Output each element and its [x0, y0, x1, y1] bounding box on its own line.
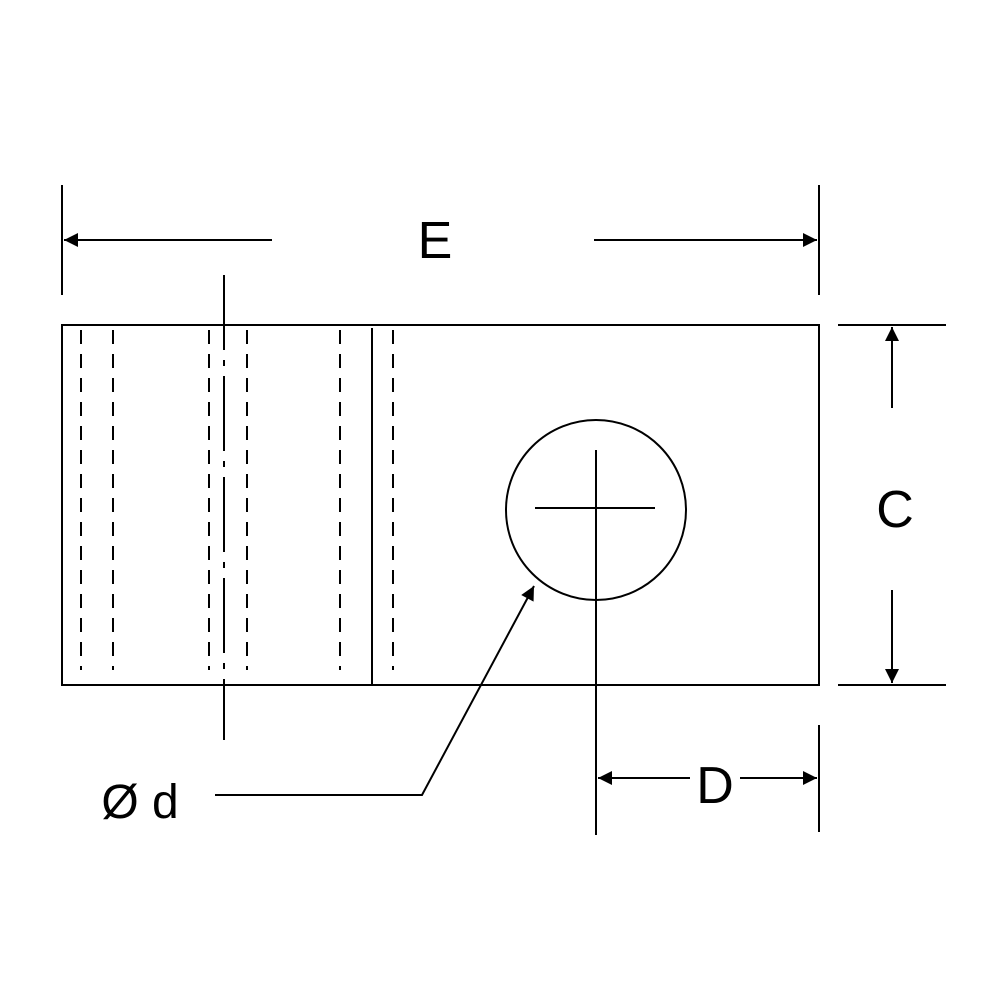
label-D: D — [696, 757, 734, 815]
part-outline — [61, 324, 820, 686]
label-hole-diameter: Ø d — [101, 776, 178, 829]
dimension-E — [61, 185, 820, 295]
label-C: C — [876, 481, 914, 539]
dimension-D — [598, 725, 820, 832]
label-E: E — [418, 212, 453, 270]
dimension-C — [838, 324, 946, 686]
diameter-leader — [215, 585, 535, 796]
hidden-lines — [80, 330, 394, 670]
